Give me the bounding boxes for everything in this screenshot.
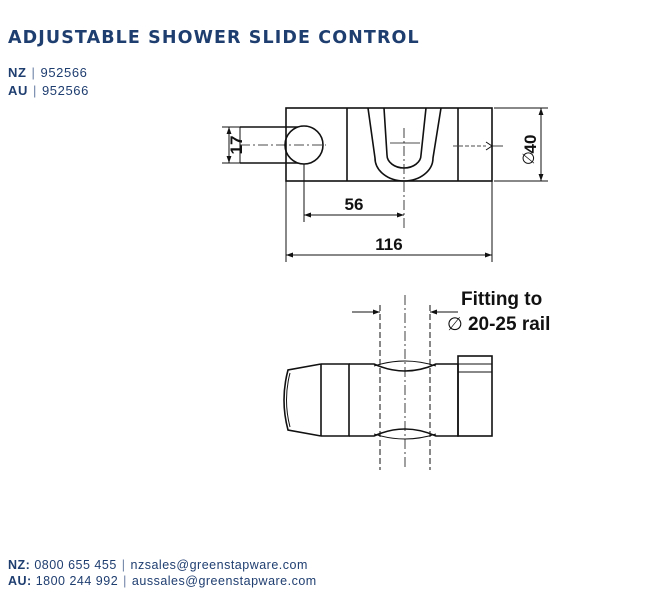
- separator: |: [123, 574, 127, 588]
- top-view: [222, 107, 548, 262]
- product-codes: NZ|952566 AU|952566: [8, 64, 89, 100]
- fitting-note: Fitting to ∅ 20-25 rail: [447, 287, 550, 337]
- dimension-56-label: 56: [345, 195, 364, 214]
- dimension-40-label: 40: [521, 135, 540, 154]
- fitting-note-line1: Fitting to: [461, 289, 543, 310]
- product-code-nz: NZ | 952566: [8, 64, 89, 82]
- fitting-note-line2: 20-25 rail: [467, 314, 551, 335]
- dimension-116-label: 116: [375, 235, 402, 254]
- phone-number: 1800 244 992: [35, 574, 119, 588]
- region-label: AU:: [8, 574, 32, 588]
- email-link[interactable]: aussales@greenstapware.com: [131, 574, 317, 588]
- dimension-17-label: 17: [227, 136, 246, 155]
- phone-number: 0800 655 455: [34, 558, 117, 572]
- separator: |: [31, 65, 36, 80]
- page-title: ADJUSTABLE SHOWER SLIDE CONTROL: [8, 28, 420, 48]
- product-code-au: AU | 952566: [8, 82, 89, 100]
- separator: |: [121, 558, 126, 572]
- region-label: AU: [8, 83, 28, 98]
- contact-footer: NZ: 0800 655 455|nzsales@greenstapware.c…: [8, 557, 317, 589]
- product-code: 952566: [40, 65, 88, 80]
- email-link[interactable]: nzsales@greenstapware.com: [130, 558, 308, 572]
- side-view: [283, 295, 493, 470]
- diameter-symbol: ∅: [519, 151, 538, 165]
- contact-nz: NZ: 0800 655 455 | nzsales@greenstapware.c…: [8, 557, 317, 573]
- region-label: NZ:: [8, 558, 31, 572]
- contact-au: AU: 1800 244 992 | aussales@greenstapware.…: [8, 573, 317, 589]
- diameter-symbol: ∅: [447, 314, 463, 335]
- region-label: NZ: [8, 65, 27, 80]
- separator: |: [32, 83, 37, 98]
- product-code: 952566: [41, 83, 89, 98]
